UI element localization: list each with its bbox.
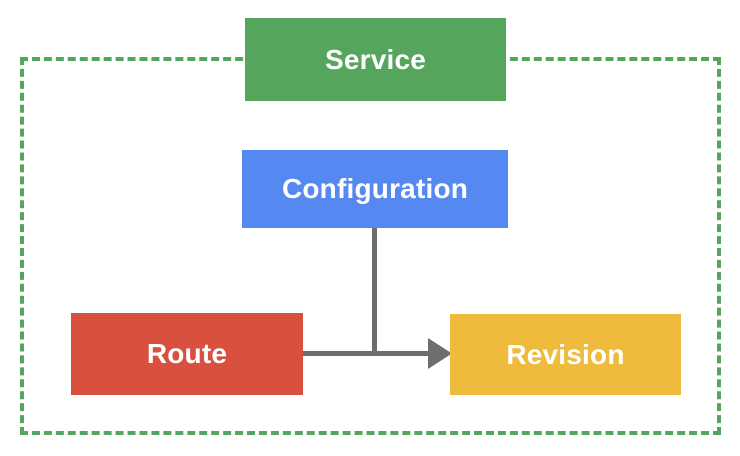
- node-revision[interactable]: Revision: [450, 314, 681, 395]
- node-configuration[interactable]: Configuration: [242, 150, 508, 228]
- node-service[interactable]: Service: [245, 18, 506, 101]
- node-route-label: Route: [146, 338, 228, 369]
- node-route[interactable]: Route: [71, 313, 303, 395]
- node-service-label: Service: [324, 43, 427, 75]
- arrowhead-icon: [428, 338, 452, 369]
- node-configuration-label: Configuration: [281, 173, 469, 204]
- node-revision-label: Revision: [506, 338, 625, 370]
